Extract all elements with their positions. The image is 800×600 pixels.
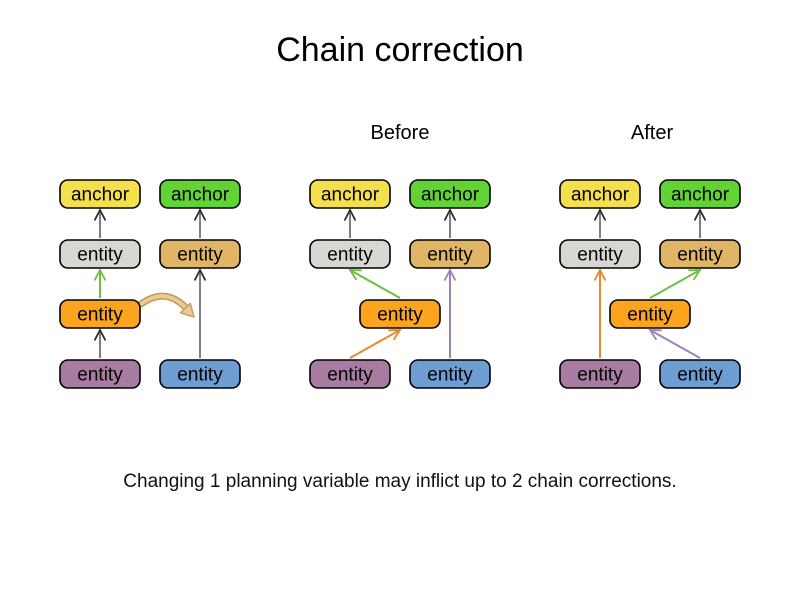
- chain-group-1: anchor entity entity entity anchor entity enti…: [309, 179, 491, 389]
- node-entity: [559, 239, 641, 269]
- node-label: entity: [327, 365, 373, 386]
- link-arrowhead: [194, 268, 206, 281]
- link-arrowhead: [648, 329, 662, 341]
- link-arrow-line: [649, 269, 701, 299]
- node-entity: [409, 239, 491, 269]
- node-label: entity: [577, 365, 623, 386]
- node-label: entity: [177, 245, 223, 266]
- link-arrowhead: [194, 208, 206, 221]
- node-label: entity: [77, 365, 123, 386]
- node-entity: [59, 299, 141, 329]
- node-label: anchor: [421, 185, 480, 206]
- link-arrowhead: [94, 208, 106, 221]
- link-arrowhead: [344, 208, 356, 221]
- link-arrowhead: [694, 208, 706, 221]
- link-arrowhead: [94, 268, 106, 281]
- node-label: entity: [427, 245, 473, 266]
- node-label: entity: [177, 365, 223, 386]
- chain-group-2: anchor entity entity entity anchor entity enti…: [559, 179, 741, 389]
- after-label: After: [630, 122, 674, 144]
- node-label: anchor: [571, 185, 630, 206]
- node-entity: [609, 299, 691, 329]
- node-anchor: [409, 179, 491, 209]
- before-label: Before: [370, 122, 430, 144]
- link-arrowhead: [594, 268, 606, 281]
- node-entity: [159, 359, 241, 389]
- link-arrow-line: [349, 269, 401, 299]
- caption: Changing 1 planning variable may inflict…: [123, 471, 677, 492]
- node-anchor: [659, 179, 741, 209]
- node-label: entity: [427, 365, 473, 386]
- node-anchor: [559, 179, 641, 209]
- node-label: entity: [77, 245, 123, 266]
- node-entity: [559, 359, 641, 389]
- node-label: entity: [377, 305, 423, 326]
- link-arrowhead: [94, 328, 106, 341]
- link-arrow-line: [649, 329, 701, 359]
- node-label: anchor: [171, 185, 230, 206]
- node-entity: [309, 359, 391, 389]
- move-arrow: [139, 294, 189, 311]
- node-label: entity: [327, 245, 373, 266]
- node-label: anchor: [671, 185, 730, 206]
- node-label: entity: [77, 305, 123, 326]
- link-arrowhead: [594, 208, 606, 221]
- link-arrowhead: [444, 208, 456, 221]
- node-entity: [659, 239, 741, 269]
- node-anchor: [159, 179, 241, 209]
- node-entity: [659, 359, 741, 389]
- node-anchor: [59, 179, 141, 209]
- page-title: Chain correction: [276, 31, 524, 69]
- node-entity: [409, 359, 491, 389]
- node-label: anchor: [321, 185, 380, 206]
- node-entity: [159, 239, 241, 269]
- link-arrowhead: [348, 269, 362, 281]
- link-arrow-line: [349, 329, 401, 359]
- node-entity: [309, 239, 391, 269]
- node-entity: [359, 299, 441, 329]
- node-label: entity: [627, 305, 673, 326]
- node-entity: [59, 239, 141, 269]
- node-label: entity: [577, 245, 623, 266]
- node-entity: [59, 359, 141, 389]
- link-arrowhead: [444, 268, 456, 281]
- node-label: entity: [677, 365, 723, 386]
- move-arrow-head: [179, 302, 195, 318]
- chain-group-0: anchor entity entity entity anchor entity enti…: [59, 179, 241, 389]
- node-anchor: [309, 179, 391, 209]
- link-arrowhead: [388, 329, 402, 341]
- node-label: anchor: [71, 185, 130, 206]
- node-label: entity: [677, 245, 723, 266]
- link-arrowhead: [688, 269, 702, 281]
